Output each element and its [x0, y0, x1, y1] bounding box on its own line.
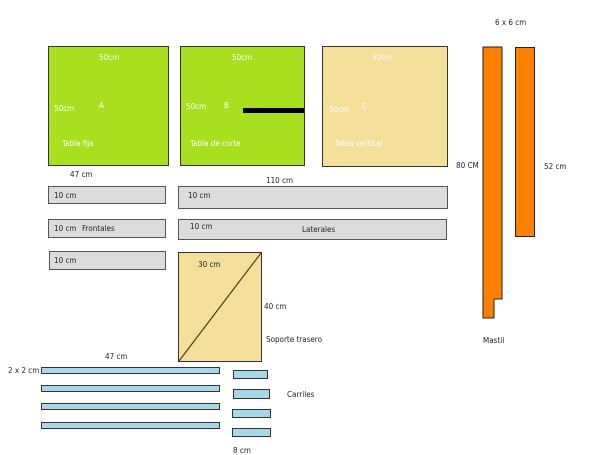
frontales-label: Frontales [82, 224, 115, 233]
frontal-board [49, 251, 166, 270]
carriles-section: 2 x 2 cm [8, 366, 40, 375]
rail-short [232, 409, 271, 418]
frontal-width: 10 cm [54, 224, 77, 233]
carriles-short-length: 8 cm [233, 446, 251, 455]
panel-a-name: Tabla fija [62, 139, 94, 148]
lateral-width: 10 cm [188, 191, 211, 200]
frontal-width: 10 cm [54, 256, 77, 265]
panel-a-width: 50cm [99, 53, 120, 62]
panel-b-height: 50cm [186, 102, 207, 111]
rail-short [233, 389, 270, 399]
soporte-label: Soporte trasero [266, 335, 322, 344]
soporte-height: 40 cm [264, 302, 287, 311]
lateral-width: 10 cm [190, 222, 213, 231]
carriles-length: 47 cm [105, 352, 128, 361]
frontales-length: 47 cm [70, 170, 93, 179]
panel-b-width: 50cm [232, 53, 253, 62]
rail-short [233, 370, 268, 379]
panel-b-name: Tabla de corte [190, 139, 241, 148]
rail-long [41, 385, 220, 392]
laterales-label: Laterales [302, 225, 336, 234]
panel-c-height: 50cm [329, 105, 350, 114]
cut-slot [243, 108, 304, 113]
frontal-board [48, 219, 166, 238]
panel-c-name: Tabla vertical [335, 139, 383, 148]
soporte-width: 30 cm [198, 260, 221, 269]
frontal-width: 10 cm [54, 191, 77, 200]
mastil-short [515, 47, 535, 237]
frontal-board [48, 186, 166, 204]
mastil-long-length: 80 CM [456, 161, 479, 170]
mastil-section: 6 x 6 cm [495, 18, 527, 27]
rail-long [41, 367, 220, 374]
mastil-long [482, 46, 503, 319]
lateral-board [178, 186, 448, 209]
laterales-length: 110 cm [266, 176, 293, 185]
diagonal-line [178, 252, 262, 362]
carriles-label: Carriles [287, 390, 315, 399]
rail-long [41, 403, 220, 410]
panel-a-height: 50cm [54, 104, 75, 113]
panel-c-width: 50cm [372, 53, 393, 62]
panel-c [322, 46, 448, 167]
lateral-board [178, 219, 447, 240]
mastil-label: Mastil [483, 336, 505, 345]
panel-c-letter: C [362, 102, 368, 111]
mastil-short-length: 52 cm [544, 162, 567, 171]
panel-a-letter: A [99, 101, 104, 110]
rail-short [232, 428, 271, 437]
panel-a [48, 46, 169, 166]
panel-b-letter: B [224, 101, 229, 110]
rail-long [41, 422, 220, 429]
panel-b [180, 46, 305, 166]
